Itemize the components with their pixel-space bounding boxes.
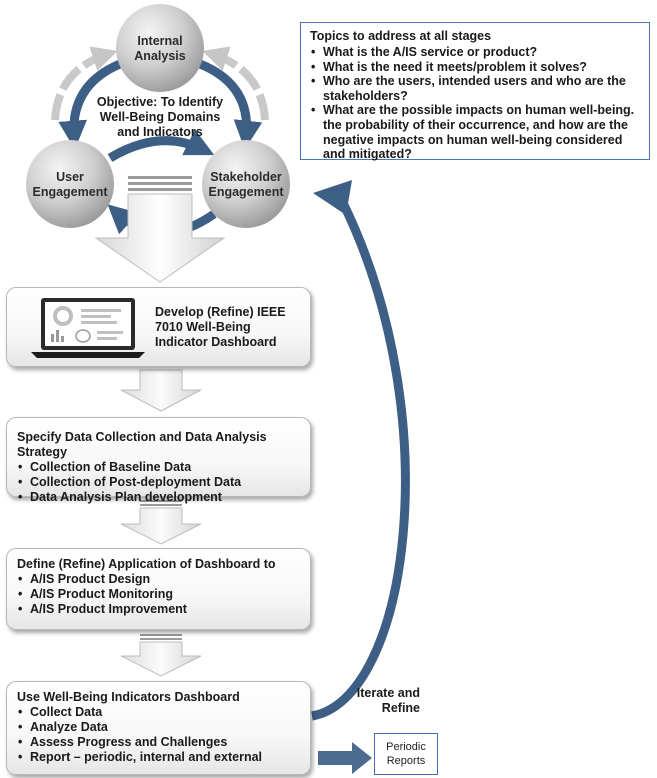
use-item: Report – periodic, internal and external	[17, 750, 302, 765]
develop-title: Develop (Refine) IEEE 7010 Well-Being In…	[155, 305, 286, 349]
use-dashboard-box: Use Well-Being Indicators Dashboard Coll…	[6, 681, 311, 775]
stakeholder-engagement-circle	[202, 140, 290, 228]
user-engagement-circle	[26, 140, 114, 228]
topics-box: Topics to address at all stages What is …	[300, 22, 650, 161]
use-item: Assess Progress and Challenges	[17, 735, 302, 750]
use-item: Collect Data	[17, 705, 302, 720]
topics-title: Topics to address at all stages	[310, 29, 492, 43]
periodic-reports-label: Periodic Reports	[386, 741, 426, 767]
step-arrow-3	[120, 634, 202, 677]
step-arrow-2	[120, 500, 202, 545]
develop-dashboard-box: Develop (Refine) IEEE 7010 Well-Being In…	[6, 287, 311, 367]
use-item: Analyze Data	[17, 720, 302, 735]
define-application-box: Define (Refine) Application of Dashboard…	[6, 548, 311, 630]
periodic-reports-doc: Periodic Reports	[374, 733, 438, 775]
topic-item: Who are the users, intended users and wh…	[310, 74, 641, 103]
define-item: A/IS Product Monitoring	[17, 587, 302, 602]
cycle-down-arrow	[94, 176, 226, 283]
specify-title: Specify Data Collection and Data Analysi…	[17, 430, 267, 459]
topic-item: What is the need it meets/problem it sol…	[310, 60, 641, 75]
laptop-dashboard-icon	[31, 298, 145, 358]
define-item: A/IS Product Design	[17, 572, 302, 587]
gray-cycle-arrows	[51, 46, 269, 121]
internal-analysis-label: Internal Analysis	[134, 34, 186, 63]
internal-analysis-circle	[116, 4, 204, 92]
objective-text: Objective: To Identify Well-Being Domain…	[96, 95, 224, 139]
use-title: Use Well-Being Indicators Dashboard	[17, 690, 240, 704]
specify-strategy-box: Specify Data Collection and Data Analysi…	[6, 417, 311, 505]
topic-item: What are the possible impacts on human w…	[310, 103, 641, 161]
topic-item: What is the A/IS service or product?	[310, 45, 641, 60]
iterate-refine-arrow	[311, 180, 410, 721]
reports-arrow	[318, 742, 372, 774]
iterate-refine-label: Iterate and Refine	[356, 686, 420, 715]
define-title: Define (Refine) Application of Dashboard…	[17, 557, 276, 571]
specify-item: Collection of Baseline Data	[17, 460, 302, 475]
stakeholder-engagement-label: Stakeholder Engagement	[208, 170, 284, 199]
define-item: A/IS Product Improvement	[17, 602, 302, 617]
step-arrow-1	[120, 369, 202, 412]
specify-item: Data Analysis Plan development	[17, 490, 302, 505]
user-engagement-label: User Engagement	[32, 170, 108, 199]
specify-item: Collection of Post-deployment Data	[17, 475, 302, 490]
